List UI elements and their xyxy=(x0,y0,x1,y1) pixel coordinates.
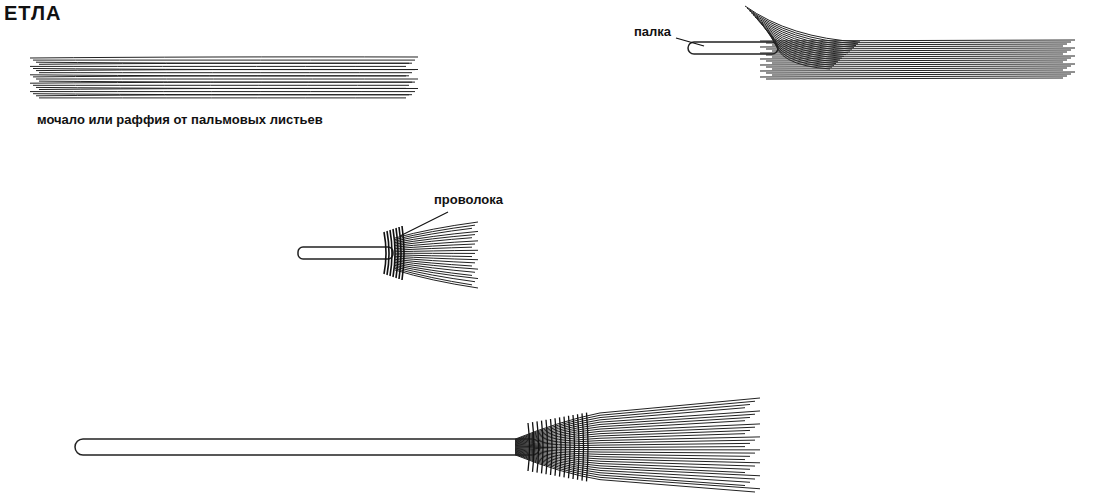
fiber-strands xyxy=(745,6,1075,79)
fiber-stroke xyxy=(772,56,1075,57)
broom-handle xyxy=(75,439,540,455)
fiber-stroke xyxy=(395,253,475,254)
fiber-stroke xyxy=(515,449,750,456)
fiber-stroke xyxy=(36,95,409,96)
fiber-stroke xyxy=(30,57,418,58)
leader-line xyxy=(400,212,448,236)
part-label: палка xyxy=(632,24,673,39)
fiber-stroke xyxy=(36,79,418,80)
binding-turn xyxy=(546,420,548,474)
fiber-stroke xyxy=(515,443,750,446)
fiber-stroke xyxy=(39,72,412,73)
binding-turn xyxy=(560,417,562,476)
fiber-stroke xyxy=(395,255,472,257)
wire-turn xyxy=(399,227,401,279)
wire-turn xyxy=(387,231,389,275)
wire-turn xyxy=(384,232,386,274)
fiber-stroke xyxy=(395,235,475,245)
part-label: проволока xyxy=(432,192,505,207)
fiber-stroke xyxy=(33,60,415,61)
binding-turn xyxy=(564,417,566,478)
binding-turn xyxy=(587,413,589,482)
binding-turn xyxy=(551,419,553,475)
fiber-stroke xyxy=(395,270,478,288)
fiber-stroke xyxy=(515,440,755,446)
fiber-stroke xyxy=(395,268,472,284)
fiber-bundle xyxy=(30,57,418,98)
fiber-stroke xyxy=(33,76,406,77)
wire-turn xyxy=(390,230,392,276)
fiber-stroke xyxy=(395,247,472,250)
fiber-stroke xyxy=(30,82,412,83)
fiber-stroke xyxy=(36,62,412,63)
fiber-stroke xyxy=(515,454,745,486)
fiber-stroke xyxy=(766,42,1071,43)
binding-turn xyxy=(537,421,539,472)
fiber-stroke xyxy=(772,74,1071,75)
fiber-stroke xyxy=(775,39,830,69)
binding-turn xyxy=(582,413,584,480)
stick-with-fibers xyxy=(688,42,778,54)
part-label: мочало или раффия от пальмовых листьев xyxy=(35,112,325,127)
fiber-stroke xyxy=(766,78,1063,79)
fiber-stroke xyxy=(515,447,745,448)
binding-turn xyxy=(578,414,580,480)
leader-line xyxy=(676,38,704,46)
wired-bundle xyxy=(298,247,393,259)
broom-binding xyxy=(528,413,588,482)
binding-turn xyxy=(555,418,557,476)
leader-lines xyxy=(400,38,704,236)
diagram-title: ЕТЛА xyxy=(2,2,64,25)
finished-broom xyxy=(75,439,540,455)
stick xyxy=(688,42,778,54)
fiber-stroke xyxy=(395,267,475,282)
wire-wrap xyxy=(384,226,404,280)
wire-turn xyxy=(393,229,395,277)
fiber-stroke xyxy=(33,69,418,70)
fiber-stroke xyxy=(395,250,478,251)
binding-turn xyxy=(528,423,530,471)
fiber-stroke xyxy=(39,88,418,89)
fiber-stroke xyxy=(760,76,1067,77)
fiber-stroke xyxy=(33,85,409,86)
fiber-stroke xyxy=(772,68,1067,69)
fiber-stroke xyxy=(771,35,834,66)
fiber-stroke xyxy=(30,91,415,92)
broom-head xyxy=(515,398,760,492)
fiber-stroke xyxy=(33,94,412,95)
fiber-stroke xyxy=(766,72,1075,73)
fiber-stroke xyxy=(39,63,409,64)
binding-turn xyxy=(533,422,535,472)
fiber-stroke xyxy=(30,75,409,76)
fiber-stroke xyxy=(773,37,832,67)
binding-turn xyxy=(569,416,571,478)
fiber-stroke xyxy=(36,69,415,70)
fiber-stroke xyxy=(760,70,1063,71)
stick xyxy=(298,247,393,259)
fiber-stroke xyxy=(39,97,406,98)
binding-turn xyxy=(542,421,544,474)
wire-turn xyxy=(396,228,398,278)
fiber-stroke xyxy=(760,58,1071,59)
binding-turn xyxy=(573,415,575,479)
fiber-stroke xyxy=(30,66,406,67)
